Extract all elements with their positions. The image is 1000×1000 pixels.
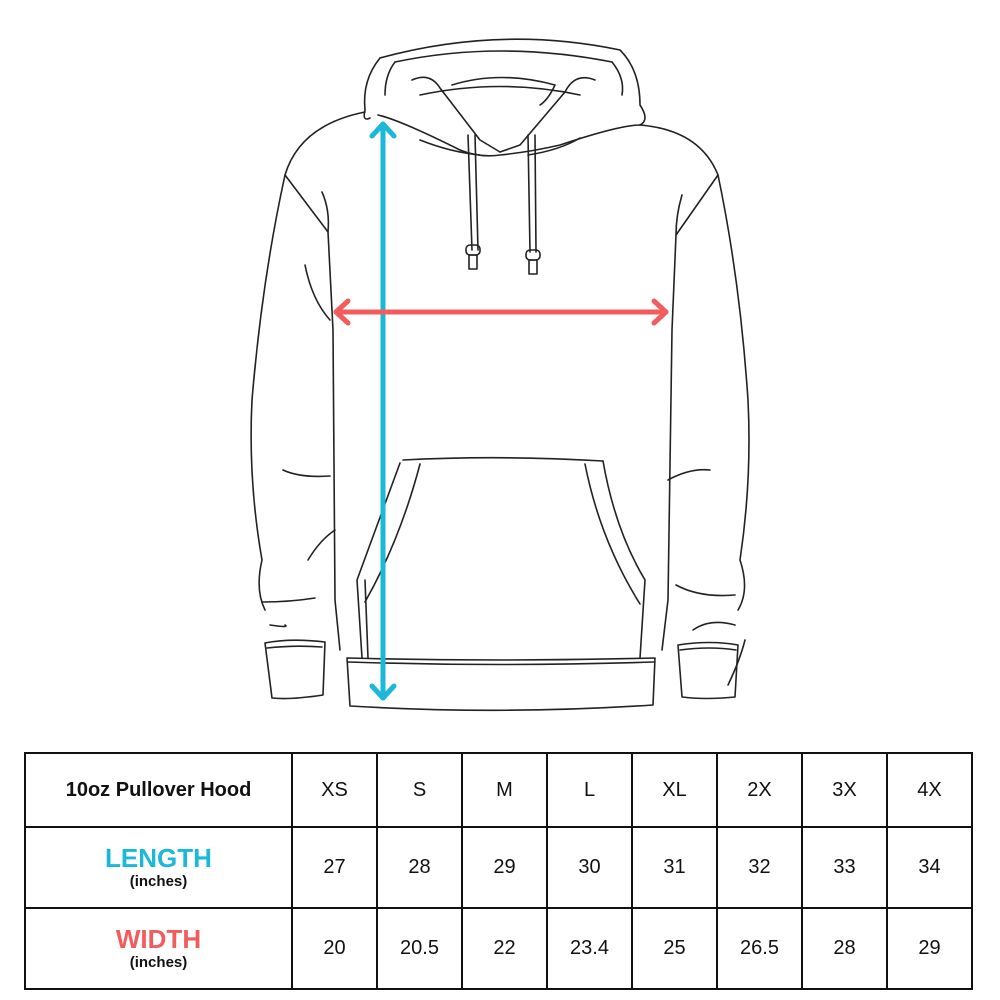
width-value: 23.4 [546,907,633,990]
size-header: XS [291,752,378,828]
length-value: 32 [716,826,803,909]
length-value: 30 [546,826,633,909]
size-header: 4X [886,752,973,828]
width-value: 20 [291,907,378,990]
length-value: 29 [461,826,548,909]
length-arrow-icon [369,121,397,701]
length-title: LENGTH [105,842,212,873]
table-row-length: LENGTH (inches) 27 28 29 30 31 32 33 34 [24,826,973,909]
size-header: L [546,752,633,828]
width-value: 29 [886,907,973,990]
length-value: 34 [886,826,973,909]
length-unit: (inches) [129,872,188,890]
length-value: 33 [801,826,888,909]
width-value: 26.5 [716,907,803,990]
width-arrow-icon [333,298,669,326]
product-name: 10oz Pullover Hood [65,778,252,801]
width-unit: (inches) [129,953,188,971]
length-value: 28 [376,826,463,909]
size-chart-table: 10oz Pullover Hood XS S M L XL 2X 3X 4X … [24,752,973,990]
length-value: 27 [291,826,378,909]
length-value: 31 [631,826,718,909]
width-label-cell: WIDTH (inches) [24,907,293,990]
table-row-width: WIDTH (inches) 20 20.5 22 23.4 25 26.5 2… [24,907,973,990]
width-title: WIDTH [115,923,202,954]
size-header: 2X [716,752,803,828]
size-header: XL [631,752,718,828]
hoodie-illustration [250,38,750,712]
size-header: 3X [801,752,888,828]
size-header: M [461,752,548,828]
product-name-cell: 10oz Pullover Hood [24,752,293,828]
width-value: 22 [461,907,548,990]
width-value: 20.5 [376,907,463,990]
width-value: 25 [631,907,718,990]
size-header: S [376,752,463,828]
hoodie-outline-icon [250,38,750,712]
table-header-row: 10oz Pullover Hood XS S M L XL 2X 3X 4X [24,752,973,828]
length-label-cell: LENGTH (inches) [24,826,293,909]
width-value: 28 [801,907,888,990]
